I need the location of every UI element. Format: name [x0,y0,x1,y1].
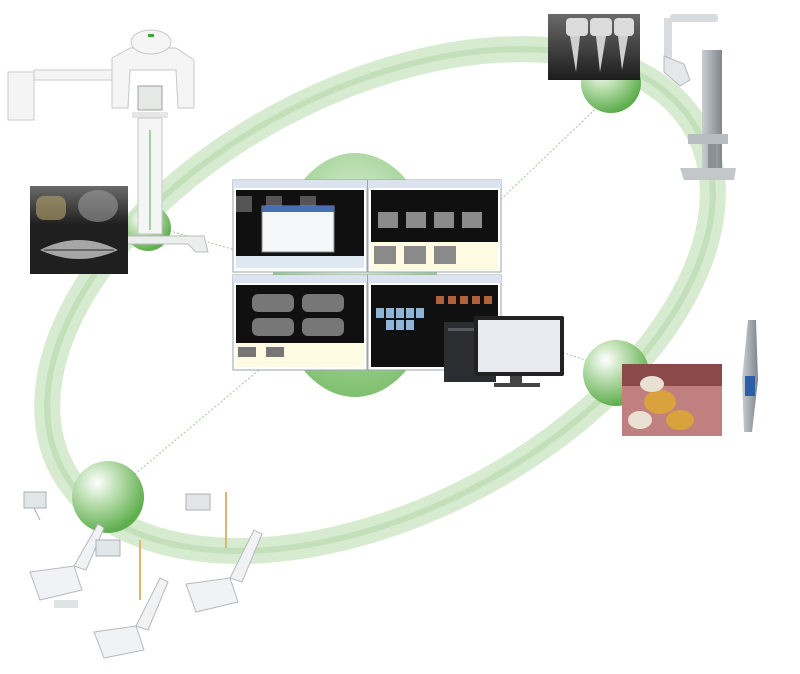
chair-unit-3 [93,539,169,659]
software-window-intraoral [367,179,502,273]
pc-tower-monitor-icon [444,316,564,387]
chair-unit-2 [185,492,263,613]
panoramic-xray-icon [7,29,209,253]
intraoral-camera-photo [622,364,722,436]
intraoral-radiograph-thumbnail [548,14,640,80]
node-sphere-chairs [72,461,144,533]
orbit-ring [34,36,726,564]
intraoral-xray-icon [663,14,736,180]
panoramic-radiograph-thumbnails [30,186,128,274]
dental-chair-icon [23,491,263,659]
chair-unit-1 [23,491,105,608]
software-monitor-icon [232,179,502,371]
intraoral-camera-icon [742,320,758,432]
software-window-patient [232,179,368,273]
software-window-panoramic [232,274,368,371]
